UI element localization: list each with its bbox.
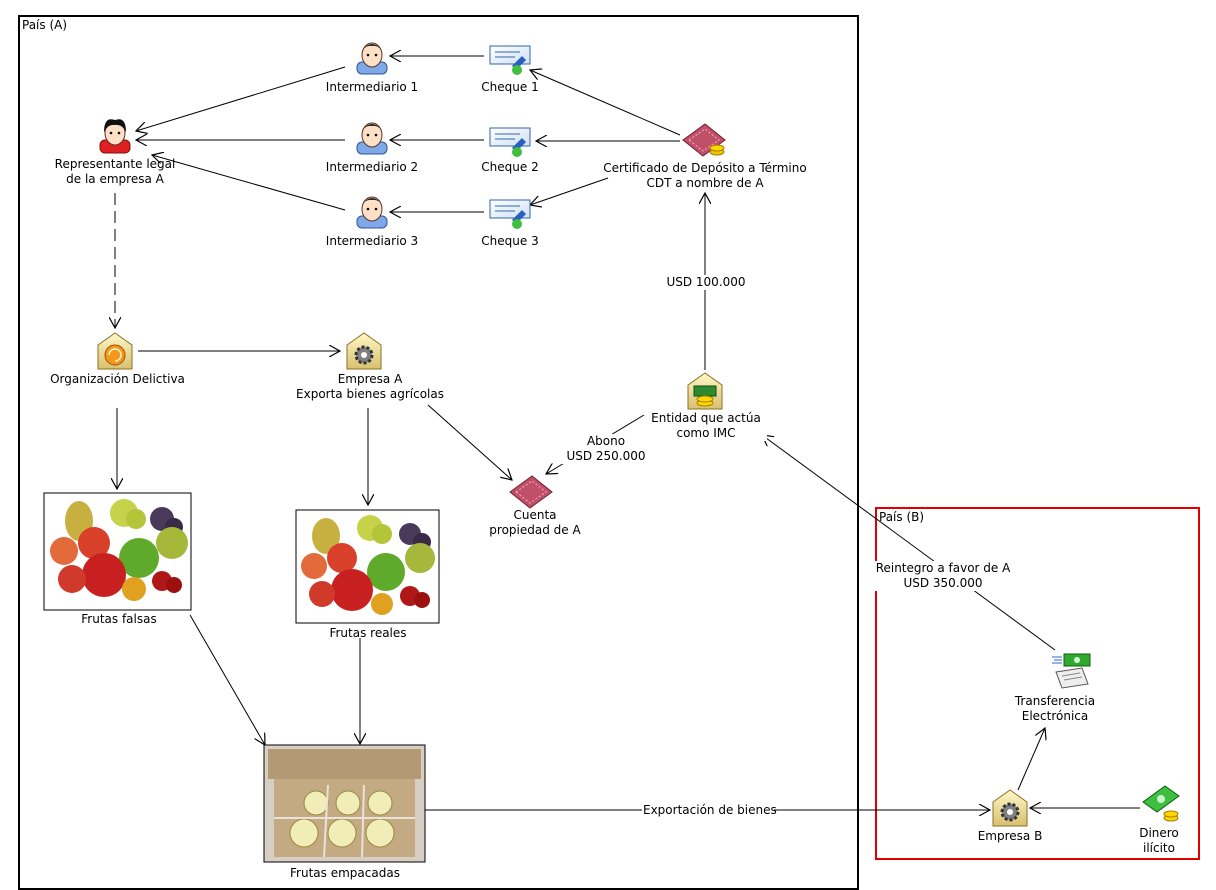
empresa-a-line2: Exporta bienes agrícolas xyxy=(296,387,444,401)
entidad-line2: como IMC xyxy=(676,426,736,440)
representante-label: Representante legal de la empresa A xyxy=(40,157,190,187)
person-red-icon xyxy=(99,119,131,154)
company-gear-icon xyxy=(346,332,382,370)
empresa-b-label: Empresa B xyxy=(977,829,1043,843)
abono-line2: USD 250.000 xyxy=(566,449,646,463)
fruit-photo-frutas-falsas xyxy=(43,492,192,611)
edge-cdt-cheque3 xyxy=(530,177,609,205)
packed-fruit-photo xyxy=(263,744,426,863)
intermediario1-label: Intermediario 1 xyxy=(325,80,419,94)
edge-label-abono: Abono USD 250.000 xyxy=(555,434,657,464)
transferencia-line2: Electrónica xyxy=(1021,709,1089,723)
entidad-label: Entidad que actúa como IMC xyxy=(645,411,767,441)
wire-transfer-icon xyxy=(1052,653,1091,689)
cdt-label: Certificado de Depósito a Término CDT a … xyxy=(600,161,810,191)
reintegro-line2: USD 350.000 xyxy=(903,576,983,590)
edge-intermediario3-representante xyxy=(152,155,346,211)
intermediario3-label: Intermediario 3 xyxy=(325,234,419,248)
organization-icon xyxy=(97,332,133,370)
cuenta-line1: Cuenta xyxy=(513,508,557,522)
account-icon xyxy=(509,475,553,509)
cheque2-label: Cheque 2 xyxy=(481,160,539,174)
dinero-line2: ilícito xyxy=(1143,841,1175,855)
edge-label-exportacion: Exportación de bienes xyxy=(642,803,777,818)
edge-intermediario1-representante xyxy=(136,66,346,131)
country-a-label: País (A) xyxy=(22,18,68,32)
deposit-certificate-icon xyxy=(682,123,726,157)
abono-line1: Abono xyxy=(586,434,626,448)
company-gear-icon xyxy=(992,789,1028,827)
representante-line1: Representante legal xyxy=(54,157,176,171)
fruit-photo-frutas-reales xyxy=(295,509,440,624)
check-icon xyxy=(489,45,531,75)
edge-cdt-cheque1 xyxy=(530,70,681,136)
cuenta-label: Cuenta propiedad de A xyxy=(480,508,590,538)
empresa-a-line1: Empresa A xyxy=(337,372,403,386)
transferencia-line1: Transferencia xyxy=(1014,694,1096,708)
entidad-line1: Entidad que actúa xyxy=(651,411,761,425)
person-icon xyxy=(356,42,388,75)
intermediario2-label: Intermediario 2 xyxy=(325,160,419,174)
cheque3-label: Cheque 3 xyxy=(481,234,539,248)
check-icon xyxy=(489,199,531,229)
representante-line2: de la empresa A xyxy=(66,172,164,186)
frutas-empacadas-label: Frutas empacadas xyxy=(290,866,400,880)
check-icon xyxy=(489,127,531,157)
reintegro-line1: Reintegro a favor de A xyxy=(875,561,1011,575)
edge-empresa-a-cuenta xyxy=(427,404,512,480)
cdt-line2: CDT a nombre de A xyxy=(646,176,764,190)
country-b-label: País (B) xyxy=(879,510,925,524)
bank-money-icon xyxy=(687,372,723,410)
edge-empresa-b-transferencia xyxy=(1017,728,1045,791)
edge-transferencia-entidad xyxy=(762,435,1056,651)
person-icon xyxy=(356,196,388,229)
edge-label-reintegro: Reintegro a favor de A USD 350.000 xyxy=(862,561,1024,591)
cheque1-label: Cheque 1 xyxy=(481,80,539,94)
money-icon xyxy=(1142,785,1180,822)
cdt-line1: Certificado de Depósito a Término xyxy=(603,161,807,175)
cuenta-line2: propiedad de A xyxy=(489,523,581,537)
dinero-label: Dinero ilícito xyxy=(1124,826,1194,856)
person-icon xyxy=(356,122,388,155)
empresa-a-label: Empresa A Exporta bienes agrícolas xyxy=(285,372,455,402)
organizacion-label: Organización Delictiva xyxy=(50,372,185,386)
frutas-reales-label: Frutas reales xyxy=(329,626,407,640)
country-a-region xyxy=(18,15,859,890)
edge-frutas-falsas-empacadas xyxy=(189,614,265,745)
edge-label-usd100: USD 100.000 xyxy=(655,275,757,290)
dinero-line1: Dinero xyxy=(1139,826,1179,840)
transferencia-label: Transferencia Electrónica xyxy=(1010,694,1100,724)
frutas-falsas-label: Frutas falsas xyxy=(81,612,157,626)
country-b-region xyxy=(875,507,1200,860)
